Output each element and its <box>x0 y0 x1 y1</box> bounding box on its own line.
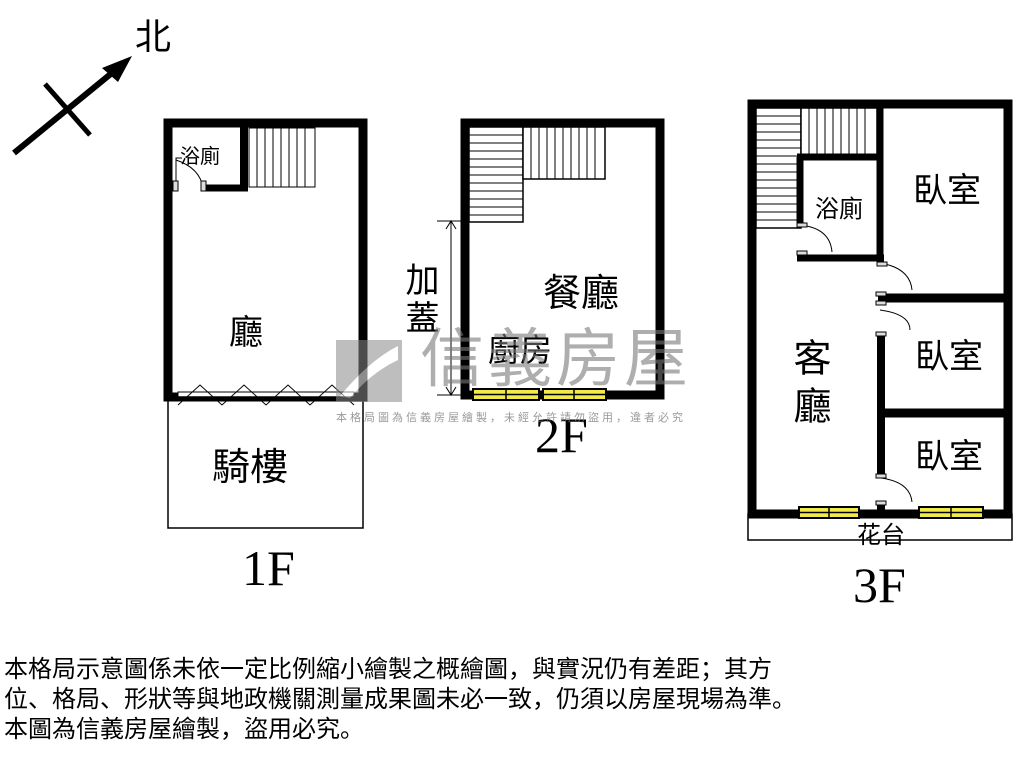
watermark-notice: 本格局圖為信義房屋繪製，未經允許請勿盜用，違者必究 <box>336 411 686 424</box>
watermark-logo-icon <box>336 340 402 402</box>
room-2f-kitchen: 廚房 <box>488 331 553 369</box>
room-3f-bedroom-1: 臥室 <box>913 171 981 211</box>
room-3f-bedroom-3: 臥室 <box>915 437 983 477</box>
addition-dimension-icon <box>437 220 465 396</box>
floor-label-1f: 1F <box>242 540 295 596</box>
staircase-icon <box>755 107 802 229</box>
room-3f-bathroom: 浴廁 <box>815 195 863 223</box>
floor-3f-plan <box>747 99 1013 541</box>
staircase-icon <box>468 126 524 223</box>
room-1f-bathroom: 浴廁 <box>180 144 220 168</box>
room-3f-living: 客廳 <box>787 338 831 434</box>
room-1f-arcade: 騎樓 <box>212 445 289 489</box>
room-2f-dining: 餐廳 <box>543 271 620 315</box>
room-1f-hall: 廳 <box>229 313 263 353</box>
floor-plan-canvas <box>12 56 1013 541</box>
window-icon <box>472 388 607 401</box>
room-3f-planter: 花台 <box>857 521 905 549</box>
addition-label: 加蓋 <box>399 262 439 338</box>
staircase-icon <box>248 127 316 188</box>
window-icon <box>798 506 984 519</box>
floor-2f-plan <box>437 118 665 401</box>
staircase-icon <box>522 126 606 180</box>
disclaimer-line-1: 本格局示意圖係未依一定比例縮小繪製之概繪圖，與實況仍有差距；其方 <box>4 655 772 683</box>
floor-1f-plan <box>163 118 368 529</box>
north-label: 北 <box>135 17 172 58</box>
room-3f-bedroom-2: 臥室 <box>915 337 983 377</box>
floor-label-2f: 2F <box>535 407 588 463</box>
disclaimer-line-3: 本圖為信義房屋繪製，盜用必究。 <box>4 715 364 743</box>
disclaimer-text: 本格局示意圖係未依一定比例縮小繪製之概繪圖，與實況仍有差距；其方 位、格局、形狀… <box>4 654 1024 744</box>
disclaimer-line-2: 位、格局、形狀等與地政機關測量成果圖未必一致，仍須以房屋現場為準。 <box>4 685 796 713</box>
watermark-brand: 信義房屋 <box>420 323 692 397</box>
north-arrow-icon <box>12 56 132 156</box>
staircase-icon <box>800 107 878 158</box>
floor-label-3f: 3F <box>853 557 906 613</box>
